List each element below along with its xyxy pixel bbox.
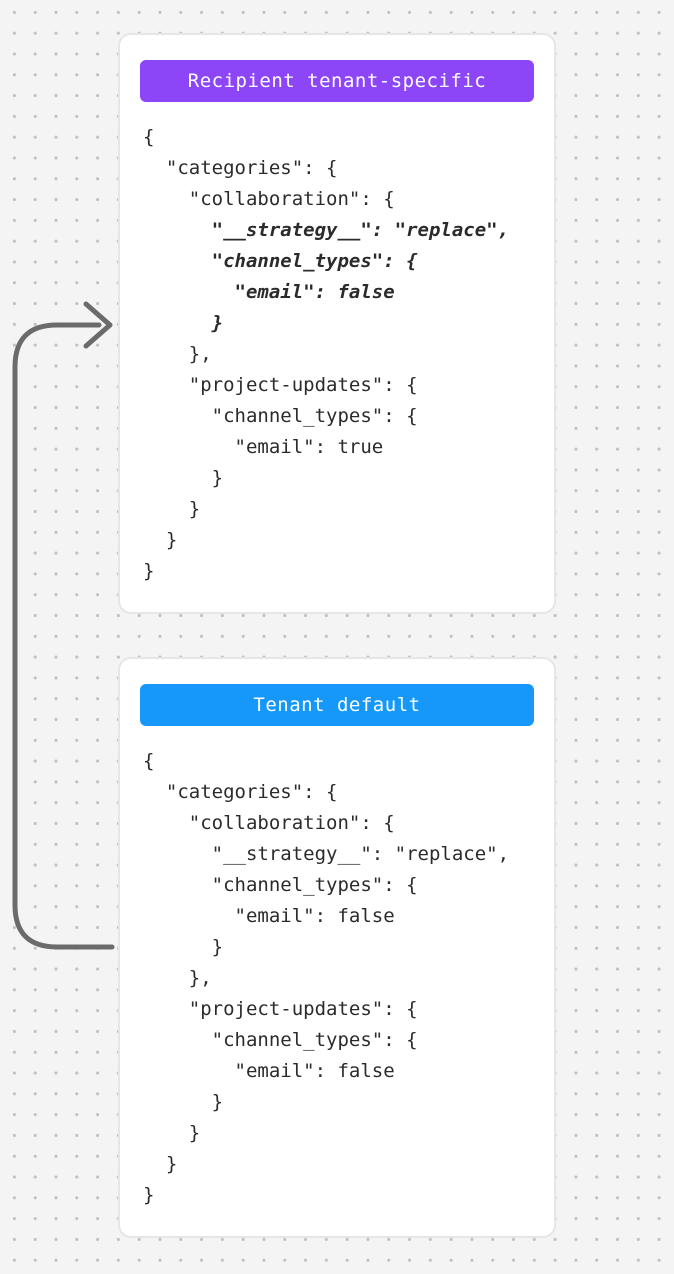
- code-line: }: [143, 1122, 201, 1144]
- card-tenant-default: Tenant default { "categories": { "collab…: [118, 657, 556, 1238]
- code-line: }: [143, 936, 224, 958]
- code-line: "channel_types": {: [143, 405, 418, 427]
- code-line: "channel_types": {: [143, 250, 418, 272]
- code-line: "__strategy__": "replace",: [143, 843, 510, 865]
- code-line: }: [143, 467, 224, 489]
- json-code-tenant-default: { "categories": { "collaboration": { "__…: [143, 746, 534, 1211]
- code-line: "__strategy__": "replace",: [143, 219, 510, 241]
- code-line: }: [143, 1091, 224, 1113]
- code-line: "channel_types": {: [143, 874, 418, 896]
- code-line: "categories": {: [143, 781, 338, 803]
- code-line: "email": true: [143, 436, 384, 458]
- code-line: },: [143, 343, 212, 365]
- card-recipient-tenant-specific: Recipient tenant-specific { "categories"…: [118, 33, 556, 614]
- code-line: }: [143, 312, 224, 334]
- code-line: "email": false: [143, 281, 395, 303]
- code-line: }: [143, 498, 201, 520]
- code-line: "project-updates": {: [143, 998, 418, 1020]
- code-line: }: [143, 1153, 178, 1175]
- arrow-line: [12, 322, 115, 950]
- code-line: {: [143, 750, 155, 772]
- badge-tenant-default: Tenant default: [140, 684, 534, 726]
- arrow-head-icon: [83, 301, 113, 349]
- code-line: "email": false: [143, 1060, 395, 1082]
- code-line: }: [143, 529, 178, 551]
- badge-recipient-tenant-specific: Recipient tenant-specific: [140, 60, 534, 102]
- code-line: "collaboration": {: [143, 812, 395, 834]
- code-line: "channel_types": {: [143, 1029, 418, 1051]
- code-line: "email": false: [143, 905, 395, 927]
- code-line: "collaboration": {: [143, 188, 395, 210]
- code-line: }: [143, 560, 155, 582]
- code-line: }: [143, 1184, 155, 1206]
- code-line: },: [143, 967, 212, 989]
- code-line: "project-updates": {: [143, 374, 418, 396]
- code-line: "categories": {: [143, 157, 338, 179]
- code-line: {: [143, 126, 155, 148]
- json-code-recipient-tenant-specific: { "categories": { "collaboration": { "__…: [143, 122, 534, 587]
